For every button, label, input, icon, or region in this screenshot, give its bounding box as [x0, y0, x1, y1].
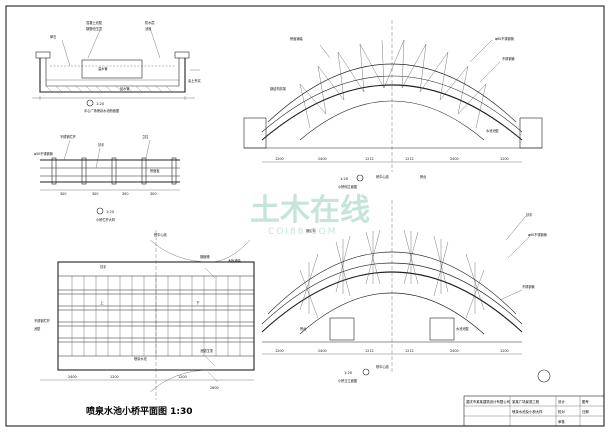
- plan-label-0: 桥中心线: [154, 232, 168, 237]
- tb-cell-0: 设计: [558, 399, 565, 404]
- watermark-sub: COI88.COM: [268, 227, 337, 237]
- elev-bot-dim-2: 1212: [365, 349, 374, 353]
- elev-top-dim-2: 1212: [365, 157, 374, 161]
- tb-drawing: 喷泉水池及小桥大样: [512, 409, 543, 414]
- plan-dim-0: 2400: [68, 375, 77, 379]
- sheet-border: [5, 5, 605, 427]
- plan-dim-2: 1200: [178, 375, 187, 379]
- pool-label-5: 溢水管: [98, 66, 108, 71]
- elev-top-label-5: 桥中心线: [376, 174, 390, 179]
- svg-text:300: 300: [92, 192, 98, 196]
- plan-label-9: 上: [100, 300, 104, 305]
- elev-top-label-4: 水池池壁: [486, 128, 500, 133]
- elev-top-scale: 1:20: [340, 177, 349, 181]
- bridge-elevation-bottom: 1200 2400 1212 1212 2400 1200 扶手 φ60不锈钢管…: [261, 200, 547, 383]
- rail-scale: 1:20: [106, 210, 115, 214]
- pool-section-detail: 混凝土池壁 钢筋砼压顶 防水层 池底 卵石 溢水管 给水管 素土夯实 1:20 …: [32, 20, 201, 113]
- plan-title: 喷泉水池小桥平面图 1:30: [86, 405, 193, 417]
- rail-label-1: 扶手: [98, 142, 105, 147]
- pool-label-4: 卵石: [50, 34, 56, 39]
- elev-bot-caption: 小桥正立面图: [338, 378, 357, 383]
- rail-detail: 300 300 300 300 不锈钢栏杆 扶手 立柱 桥面板 φ50不锈钢管 …: [34, 134, 180, 222]
- elev-bot-dim-3: 1212: [405, 349, 414, 353]
- elev-bot-dim-4: 2400: [450, 349, 459, 353]
- elev-top-caption: 小桥侧立面图: [338, 184, 357, 189]
- bridge-elevation-top: 1200 2400 1212 1212 2400 1200 桥面铺装 φ60不锈…: [243, 20, 543, 189]
- tb-cell-3: 图号: [582, 399, 589, 404]
- pool-label-0: 混凝土池壁: [86, 20, 103, 25]
- svg-text:300: 300: [60, 192, 66, 196]
- tb-cell-2: 审核: [558, 419, 565, 424]
- tb-cell-4: 日期: [582, 409, 589, 414]
- pool-label-2: 防水层: [145, 20, 155, 25]
- rail-label-2: 立柱: [142, 134, 149, 139]
- tb-company: 重庆市某某建筑设计有限公司: [466, 399, 510, 404]
- svg-text:300: 300: [150, 192, 156, 196]
- elev-top-label-0: 桥面铺装: [290, 36, 304, 41]
- bridge-plan: 2400 1200 1200 2600 桥中心线 扶手 钢格栅 木板铺装 不锈钢…: [34, 230, 255, 417]
- plan-label-2: 钢格栅: [200, 254, 210, 259]
- elev-top-dim-1: 2400: [318, 157, 327, 161]
- elev-top-label-1: φ60不锈钢管: [495, 36, 514, 41]
- elev-bot-scale: 1:20: [344, 371, 353, 375]
- elev-bot-label-3: 不锈钢管: [522, 284, 535, 289]
- plan-label-1: 扶手: [100, 264, 107, 269]
- elev-bot-label-0: 扶手: [526, 212, 533, 217]
- elev-top-dim-5: 1200: [500, 157, 509, 161]
- tb-cell-1: 校对: [558, 409, 565, 414]
- elev-bot-label-6: 桥中心线: [376, 364, 390, 369]
- elev-bot-dim-1: 2400: [318, 349, 327, 353]
- pool-scale: 1:20: [96, 102, 105, 106]
- rail-label-4: φ50不锈钢管: [34, 151, 53, 156]
- elev-top-dim-4: 2400: [450, 157, 459, 161]
- pool-label-1: 钢筋砼压顶: [86, 26, 103, 31]
- rail-caption: 小桥栏杆大样: [96, 217, 116, 222]
- elev-bot-label-2: 钢结构: [306, 228, 316, 233]
- elev-top-dim-0: 1200: [275, 157, 284, 161]
- pool-label-6: 给水管: [120, 86, 130, 91]
- plan-label-5: 池壁: [34, 326, 41, 331]
- watermark: 土木在线 COI88.COM: [250, 193, 370, 237]
- pool-label-7: 素土夯实: [188, 78, 201, 83]
- title-block: 重庆市某某建筑设计有限公司 某某广场景观工程 喷泉水池及小桥大样 设计 校对 审…: [463, 369, 605, 427]
- elev-bot-dim-5: 1200: [500, 349, 509, 353]
- elev-bot-label-4: 桥台: [300, 326, 306, 331]
- tb-project: 某某广场景观工程: [512, 399, 540, 404]
- rail-label-0: 不锈钢栏杆: [60, 134, 77, 139]
- elev-top-dim-3: 1212: [405, 157, 414, 161]
- rail-label-3: 桥面板: [150, 168, 160, 173]
- elev-bot-label-5: 水池池壁: [456, 326, 470, 331]
- elev-top-label-6: 桥台: [420, 174, 426, 179]
- elev-top-label-3: 钢结构拱架: [270, 86, 287, 91]
- pool-caption: 中心广场喷泉水池断面图: [84, 108, 119, 113]
- svg-text:300: 300: [122, 192, 128, 196]
- elev-bot-dim-0: 1200: [275, 349, 284, 353]
- plan-label-3: 木板铺装: [228, 258, 242, 263]
- pool-label-3: 池底: [145, 26, 152, 31]
- plan-label-8: 下: [196, 301, 200, 305]
- plan-label-6: 喷泉水池: [134, 356, 148, 361]
- elev-top-label-2: 不锈钢管: [502, 56, 515, 61]
- plan-dim-3: 2600: [210, 386, 219, 390]
- plan-label-7: 池壁压顶: [200, 348, 214, 353]
- plan-label-4: 不锈钢栏杆: [34, 318, 51, 323]
- plan-dim-1: 1200: [110, 375, 119, 379]
- elev-bot-label-1: φ60不锈钢管: [528, 232, 547, 237]
- watermark-text: 土木在线: [250, 193, 370, 228]
